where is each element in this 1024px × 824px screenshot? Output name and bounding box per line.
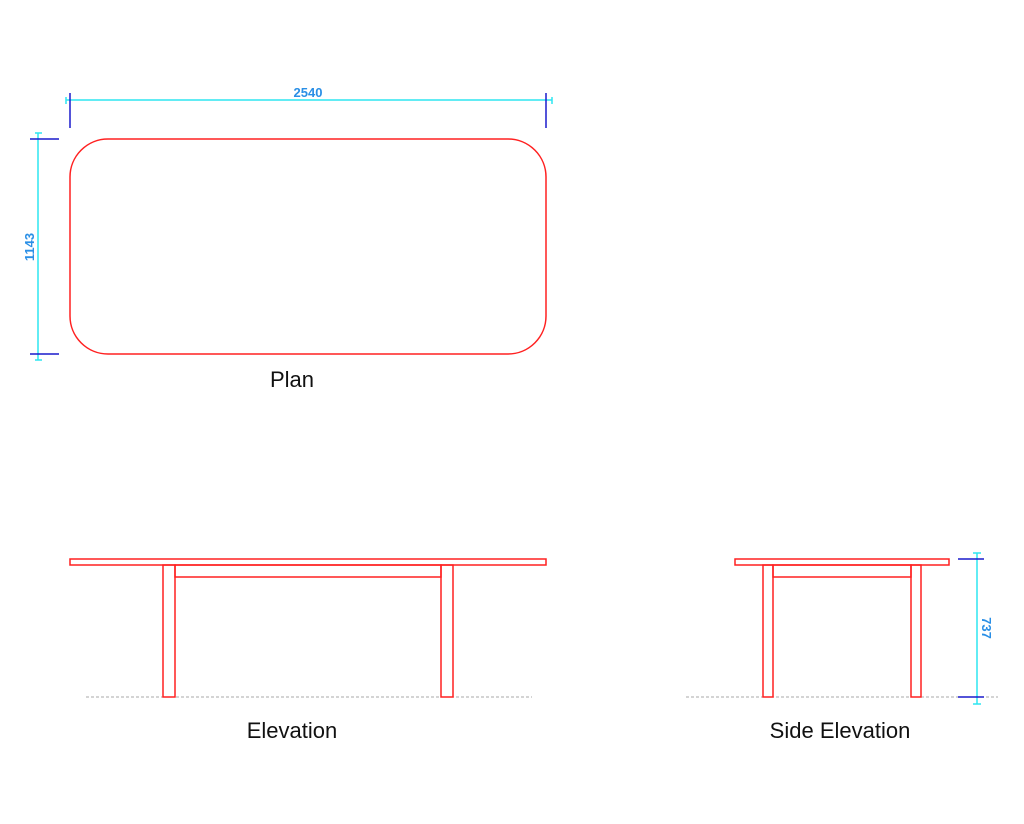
side-elevation-label: Side Elevation [770,718,911,743]
plan-view: 2540 1143 Plan [22,85,553,392]
side-table-leg [910,564,922,698]
height-dimension: 737 [958,552,994,705]
table-apron [174,564,442,578]
elevation-view: Elevation [69,558,547,743]
plan-width-dimension: 1143 [22,132,59,361]
length-dimension-text: 2540 [294,85,323,100]
table-leg [440,564,454,698]
side-table-apron [772,564,912,578]
width-dimension-text: 1143 [22,233,37,261]
side-table-top [734,558,950,566]
table-top [69,558,547,566]
height-dimension-text: 737 [979,617,994,639]
plan-length-dimension: 2540 [65,85,553,128]
table-top-outline [69,138,547,355]
elevation-label: Elevation [247,718,338,743]
side-elevation-view: 737 Side Elevation [686,552,998,743]
side-table-leg [762,564,774,698]
table-leg [162,564,176,698]
plan-label: Plan [270,367,314,392]
